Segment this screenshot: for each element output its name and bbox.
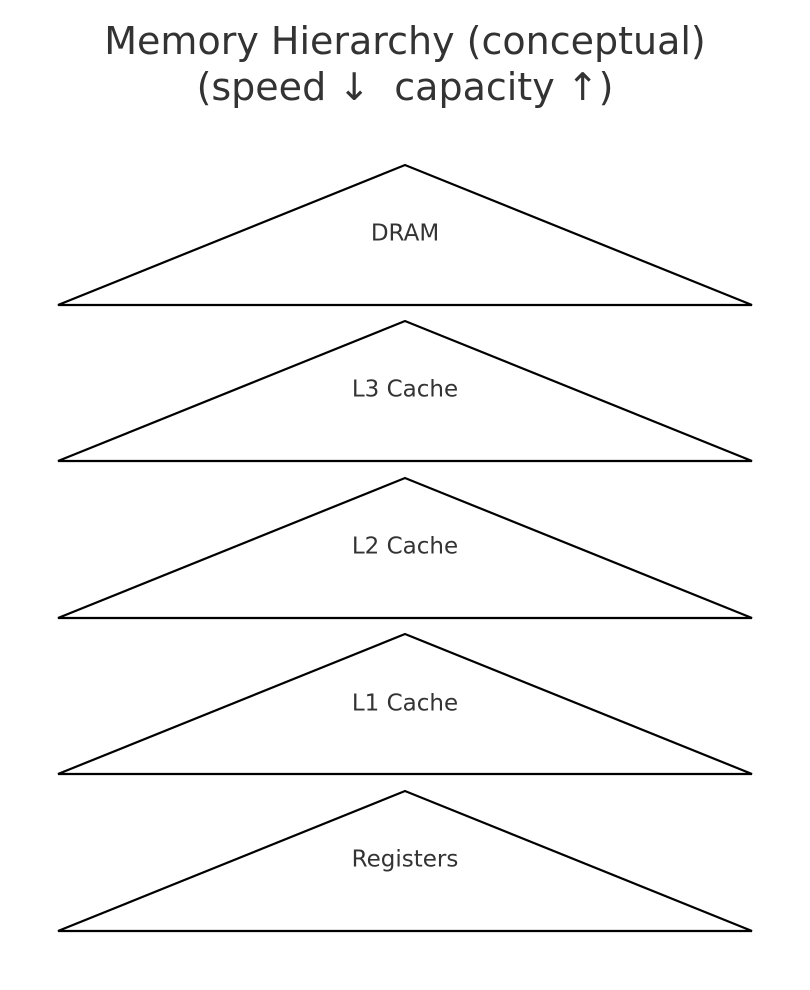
diagram-title: Memory Hierarchy (conceptual) (speed ↓ c… — [0, 18, 810, 110]
level-l3-cache-triangle — [57, 319, 753, 463]
level-l2-cache-label: L2 Cache — [352, 534, 458, 560]
level-l1-cache-label: L1 Cache — [352, 691, 458, 717]
level-registers-label: Registers — [352, 847, 459, 873]
title-line-1: Memory Hierarchy (conceptual) — [104, 19, 706, 63]
level-l2-cache-triangle — [57, 476, 753, 620]
level-dram: DRAM — [57, 163, 753, 307]
level-l1-cache: L1 Cache — [57, 632, 753, 776]
level-l3-cache: L3 Cache — [57, 319, 753, 463]
level-registers: Registers — [57, 789, 753, 933]
level-l1-cache-triangle — [57, 632, 753, 776]
level-l2-cache: L2 Cache — [57, 476, 753, 620]
title-line-2: (speed ↓ capacity ↑) — [196, 65, 614, 109]
level-dram-triangle — [57, 163, 753, 307]
level-dram-label: DRAM — [371, 221, 439, 247]
level-registers-triangle — [57, 789, 753, 933]
level-l3-cache-label: L3 Cache — [352, 377, 458, 403]
